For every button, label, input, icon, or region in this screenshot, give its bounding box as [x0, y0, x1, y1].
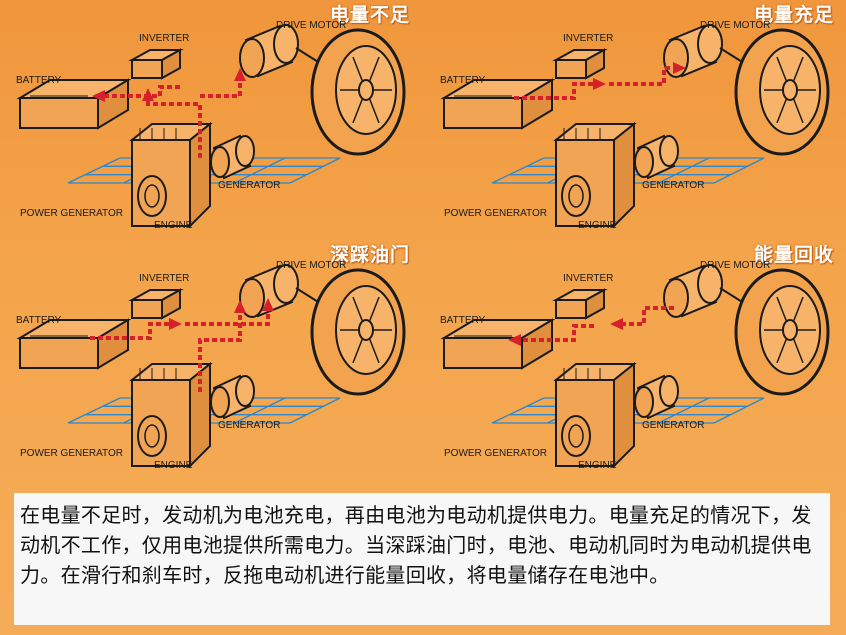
drive-motor: [239, 24, 351, 83]
wheel: [310, 268, 406, 396]
wheel: [310, 28, 406, 156]
battery-box: [440, 318, 556, 370]
arrow-inverter-to-motor-head: [234, 68, 246, 81]
inverter-label: INVERTER: [139, 273, 190, 284]
hybrid-system-illustration: [16, 24, 406, 229]
engine-block: [553, 361, 637, 469]
panel-title: 能量回收: [753, 244, 834, 266]
generator-label: GENERATOR: [642, 420, 705, 431]
caption-text: 在电量不足时，发动机为电池充电，再由电池为电动机提供电力。电量充足的情况下，发动…: [14, 493, 830, 625]
panel-title: 电量充足: [753, 4, 834, 26]
panel-full-battery: 电量充足 INVERTER BATTERY DRIVE MOTOR GENERA…: [424, 0, 840, 232]
drive-motor-label: DRIVE MOTOR: [276, 260, 347, 271]
hybrid-system-illustration: [16, 264, 406, 469]
inverter-box: [552, 48, 608, 80]
power-generator-label: POWER GENERATOR: [444, 448, 547, 459]
generator: [634, 374, 679, 420]
panel-title: 深踩油门: [329, 244, 410, 266]
arrow-inverter-to-battery-head: [508, 334, 521, 346]
engine-label: ENGINE: [154, 460, 193, 471]
battery-label: BATTERY: [16, 315, 62, 326]
drive-motor: [663, 264, 775, 323]
arrow-generator-to-motor-head: [234, 300, 246, 313]
power-generator-label: POWER GENERATOR: [444, 208, 547, 219]
arrow-battery-to-inverter: [90, 322, 178, 340]
inverter-label: INVERTER: [563, 33, 614, 44]
panel-full-throttle: 深踩油门 INVERTER BATTERY DRIVE MOTOR GENERA…: [0, 240, 416, 472]
arrow-inverter-to-battery: [96, 85, 180, 98]
power-generator-label: POWER GENERATOR: [20, 448, 123, 459]
generator: [210, 134, 255, 180]
generator: [634, 134, 679, 180]
generator-label: GENERATOR: [218, 420, 281, 431]
power-flow-arrows: [92, 68, 246, 158]
arrow-battery-to-inverter: [514, 82, 602, 100]
drive-motor: [239, 264, 351, 323]
panel-low-battery: 电量不足 INVERTER BATTERY DRIVE MOTOR GENERA…: [0, 0, 416, 232]
wheel: [734, 28, 830, 156]
arrow-inverter-to-battery: [512, 324, 594, 342]
battery-box: [16, 78, 132, 130]
hybrid-system-illustration: [440, 264, 830, 469]
engine-label: ENGINE: [154, 220, 193, 231]
engine-block: [129, 121, 213, 229]
inverter-label: INVERTER: [139, 33, 190, 44]
inverter-box: [552, 288, 608, 320]
inverter-box: [128, 48, 184, 80]
engine-label: ENGINE: [578, 220, 617, 231]
wheel: [734, 268, 830, 396]
generator: [210, 374, 255, 420]
battery-box: [16, 318, 132, 370]
power-flow-arrows: [90, 298, 274, 392]
hybrid-system-illustration: [440, 24, 830, 229]
arrow-inverter-to-motor-head: [673, 62, 686, 74]
arrow-battery-to-inverter-head: [593, 78, 606, 90]
engine-label: ENGINE: [578, 460, 617, 471]
arrow-battery-to-inverter-head: [169, 318, 182, 330]
arrow-inverter-to-motor: [200, 72, 242, 98]
arrow-motor-to-inverter-head: [610, 318, 623, 330]
engine-block: [129, 361, 213, 469]
panel-energy-recovery: 能量回收 INVERTER BATTERY DRIVE MOTOR GENERA…: [424, 240, 840, 472]
battery-label: BATTERY: [16, 75, 62, 86]
battery-label: BATTERY: [440, 75, 486, 86]
panel-title: 电量不足: [329, 4, 410, 26]
drive-motor-label: DRIVE MOTOR: [276, 20, 347, 31]
power-flow-arrows: [514, 62, 686, 100]
battery-box: [440, 78, 556, 130]
engine-block: [553, 121, 637, 229]
arrow-motor-to-inverter: [614, 306, 674, 326]
generator-label: GENERATOR: [642, 180, 705, 191]
battery-label: BATTERY: [440, 315, 486, 326]
inverter-label: INVERTER: [563, 273, 614, 284]
power-generator-label: POWER GENERATOR: [20, 208, 123, 219]
arrow-generator-to-motor: [198, 304, 242, 392]
arrow-inverter-to-motor-head: [262, 298, 274, 311]
power-flow-arrows: [508, 306, 674, 346]
arrow-inverter-to-battery-head: [92, 90, 105, 102]
drive-motor-label: DRIVE MOTOR: [700, 260, 771, 271]
generator-label: GENERATOR: [218, 180, 281, 191]
drive-motor-label: DRIVE MOTOR: [700, 20, 771, 31]
inverter-box: [128, 288, 184, 320]
